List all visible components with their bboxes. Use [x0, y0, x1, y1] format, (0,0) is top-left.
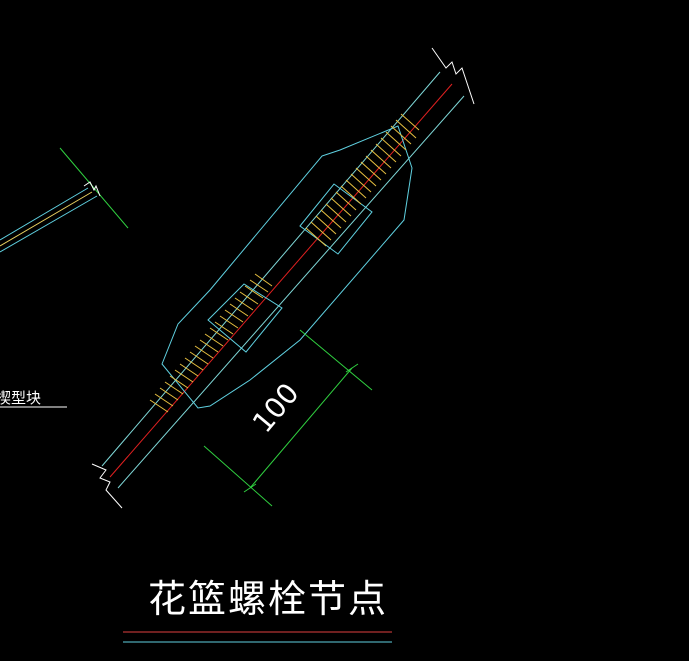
upper-thread-hatch [305, 113, 420, 247]
side-member-edge-inner [0, 195, 98, 253]
side-member-extension-line [59, 147, 129, 229]
dimension-tick-lower [243, 483, 257, 493]
upper-nut [299, 183, 373, 255]
side-member: 楔型块 [0, 147, 129, 408]
rod-edge-upper [101, 71, 441, 467]
break-line-bottom [91, 463, 123, 509]
side-member-edge-outer [0, 187, 89, 241]
drawing-title: 花篮螺栓节点 [148, 577, 388, 621]
turnbuckle-body [161, 125, 413, 409]
dimension-extension-upper [299, 329, 373, 391]
dimension-annotation [203, 329, 373, 507]
dimension-tick-upper [345, 363, 359, 373]
lower-thread-hatch [149, 273, 273, 413]
dimension-line [249, 367, 353, 489]
dimension-extension-lower [203, 445, 273, 507]
lower-nut [207, 283, 283, 353]
dimension-value: 100 [246, 377, 306, 439]
turnbuckle-assembly [91, 47, 475, 509]
break-line-top [431, 47, 475, 105]
side-member-break-line [83, 181, 101, 197]
rod-edge-lower [117, 95, 465, 489]
side-label: 楔型块 [0, 389, 41, 407]
side-member-edge-yellow [0, 191, 93, 247]
